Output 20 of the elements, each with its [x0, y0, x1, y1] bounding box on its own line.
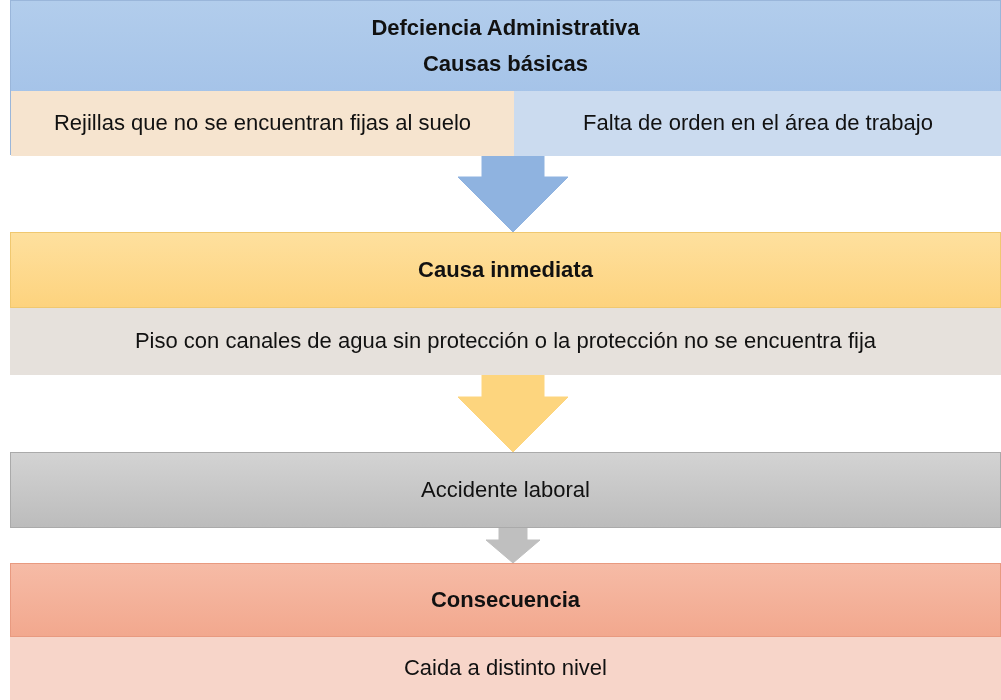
header-band	[10, 0, 1001, 155]
content-band	[11, 91, 514, 156]
heading-text: Consecuencia	[430, 587, 581, 613]
content-band	[514, 91, 1001, 156]
content-band	[10, 637, 1001, 700]
content-band	[10, 452, 1001, 528]
body-text: Falta de orden en el área de trabajo	[583, 111, 933, 136]
block-arrow	[457, 154, 569, 233]
body-text: Accidente laboral	[421, 477, 590, 503]
body-text: Piso con canales de agua sin protección o la protección no se encuentra fija	[134, 329, 877, 354]
content-band	[10, 308, 1001, 375]
block-arrow	[457, 374, 569, 453]
body-text: Caida a distinto nivel	[404, 656, 607, 681]
heading-text: Causas básicas	[421, 52, 590, 77]
header-band	[10, 563, 1001, 637]
header-band	[10, 232, 1001, 308]
heading-text: Causa inmediata	[418, 257, 593, 283]
heading-text: Defciencia Administrativa	[371, 15, 640, 40]
block-arrow	[485, 527, 541, 564]
body-text: Rejillas que no se encuentran fijas al suelo	[53, 111, 471, 136]
